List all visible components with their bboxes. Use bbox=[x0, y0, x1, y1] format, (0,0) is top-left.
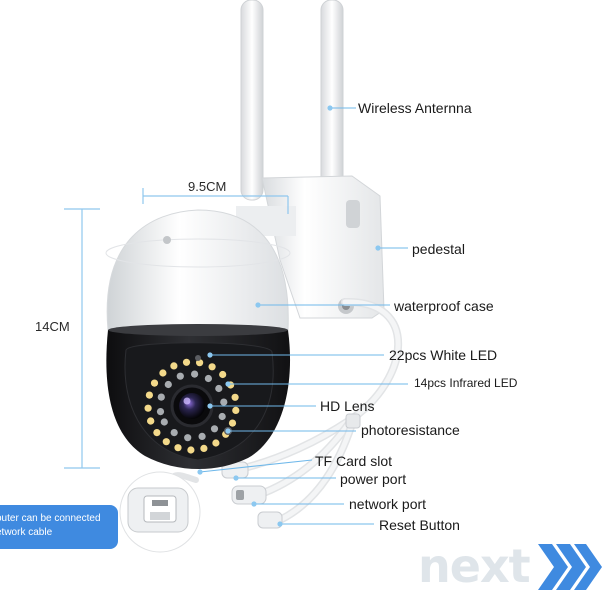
callout-dot bbox=[255, 302, 261, 308]
left-antenna bbox=[240, 0, 264, 201]
led-dot bbox=[220, 398, 228, 406]
label-wireless-antenna: Wireless Anternna bbox=[358, 100, 472, 116]
led-dot bbox=[182, 358, 191, 366]
led-dot bbox=[150, 379, 159, 387]
width-dimension-line bbox=[142, 188, 289, 214]
callout-dot bbox=[233, 475, 239, 481]
label-white-led: 22pcs White LED bbox=[389, 347, 498, 363]
led-dot bbox=[174, 444, 182, 452]
label-network-port: network port bbox=[349, 496, 427, 512]
led-dot bbox=[170, 429, 178, 437]
led-dot bbox=[156, 408, 165, 416]
label-reset-button: Reset Button bbox=[379, 517, 460, 533]
rj45-closeup bbox=[119, 471, 201, 553]
led-dot bbox=[204, 374, 212, 383]
label-power-port: power port bbox=[340, 471, 407, 487]
callout-dot bbox=[225, 381, 231, 387]
top-sensor bbox=[195, 355, 201, 361]
brand-wordmark: next bbox=[418, 539, 531, 593]
led-dot bbox=[210, 425, 219, 433]
led-dot bbox=[219, 370, 227, 379]
led-dot bbox=[215, 384, 223, 393]
led-dot bbox=[176, 372, 184, 380]
label-hd-lens: HD Lens bbox=[320, 398, 375, 414]
callout-dot bbox=[375, 245, 381, 251]
label-infrared-led: 14pcs Infrared LED bbox=[414, 376, 518, 390]
router-note-line-2: etwork cable bbox=[0, 527, 53, 538]
camera-dome bbox=[105, 209, 291, 331]
callout-dot bbox=[277, 521, 283, 527]
callout-dot bbox=[197, 469, 203, 475]
led-dot bbox=[228, 419, 237, 427]
led-dot bbox=[184, 434, 192, 442]
led-dot bbox=[231, 393, 239, 401]
led-dot bbox=[170, 362, 178, 370]
callout-dot bbox=[225, 428, 231, 434]
hd-lens bbox=[170, 384, 214, 428]
height-dimension-label: 14CM bbox=[35, 319, 70, 334]
callout-dot bbox=[207, 352, 213, 358]
led-dot bbox=[198, 432, 206, 440]
led-dot bbox=[147, 417, 155, 425]
callout-lines bbox=[197, 105, 408, 527]
led-dot bbox=[191, 370, 199, 378]
led-dot bbox=[218, 412, 226, 421]
led-dot bbox=[187, 446, 195, 454]
led-dot bbox=[153, 429, 161, 437]
label-waterproof-case: waterproof case bbox=[394, 298, 494, 314]
led-dot bbox=[162, 438, 170, 446]
led-dot bbox=[145, 391, 153, 399]
width-dimension-label: 9.5CM bbox=[188, 179, 227, 194]
led-dot bbox=[212, 439, 220, 447]
led-dot bbox=[157, 393, 165, 401]
brand-logo: next bbox=[418, 540, 594, 592]
cable-connectors bbox=[221, 413, 361, 529]
callout-dot bbox=[251, 501, 257, 507]
router-note-line-1: outer can be connected bbox=[0, 513, 101, 524]
callout-line bbox=[199, 459, 313, 473]
led-dot bbox=[159, 369, 167, 377]
triple-chevron-right-icon bbox=[538, 544, 602, 590]
router-note: outer can be connected etwork cable bbox=[0, 505, 118, 549]
label-pedestal: pedestal bbox=[412, 241, 465, 257]
led-dot bbox=[144, 404, 152, 412]
label-photoresistance: photoresistance bbox=[361, 422, 460, 438]
height-dimension-line bbox=[64, 208, 100, 469]
callout-dot bbox=[207, 403, 213, 409]
callout-dot bbox=[327, 105, 333, 111]
led-dot bbox=[160, 418, 168, 426]
led-dot bbox=[208, 363, 216, 371]
led-dot bbox=[164, 380, 172, 389]
led-dot bbox=[232, 406, 240, 414]
led-dot bbox=[200, 444, 208, 452]
label-tf-card-slot: TF Card slot bbox=[315, 453, 393, 469]
